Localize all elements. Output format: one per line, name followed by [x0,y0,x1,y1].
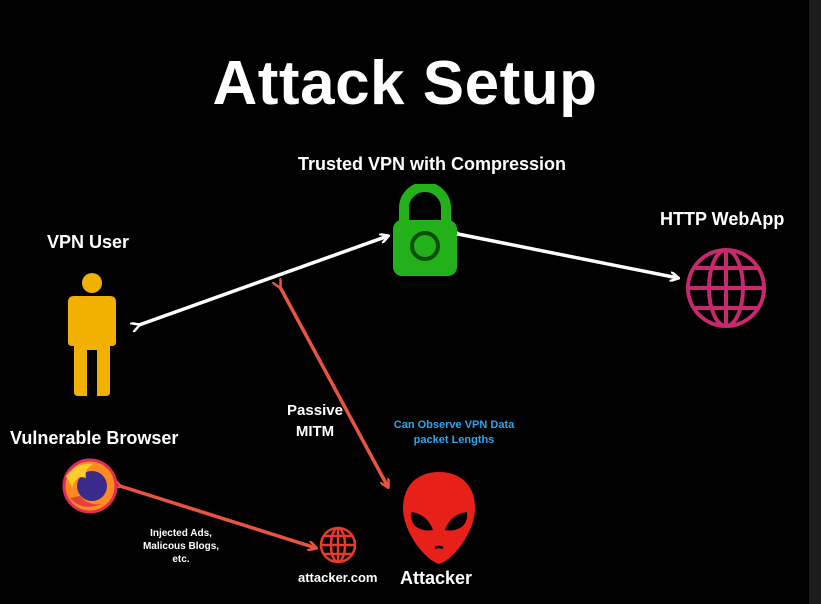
browser-label: Vulnerable Browser [10,428,179,448]
diagram-title: Attack Setup [212,49,598,118]
padlock-icon [393,184,457,276]
attacker-label: Attacker [400,568,473,588]
vpn-user-label: VPN User [47,232,130,252]
arrow-user-vpn [139,236,388,325]
arrow-mitm [280,287,388,487]
webapp-label: HTTP WebApp [660,209,785,229]
attacker-site-label: attacker.com [298,570,378,585]
arrow-browser-attacker-site [120,486,316,548]
window-edge [809,0,821,604]
arrow-vpn-webapp [458,234,678,278]
observe-label: Can Observe VPN Data packet Lengths [393,419,515,446]
firefox-icon [62,458,118,514]
webapp-globe-icon [686,248,766,328]
person-icon [68,273,116,396]
attacker-site-globe-icon [319,526,357,564]
vpn-label: Trusted VPN with Compression [298,154,567,174]
alien-icon [403,472,475,564]
